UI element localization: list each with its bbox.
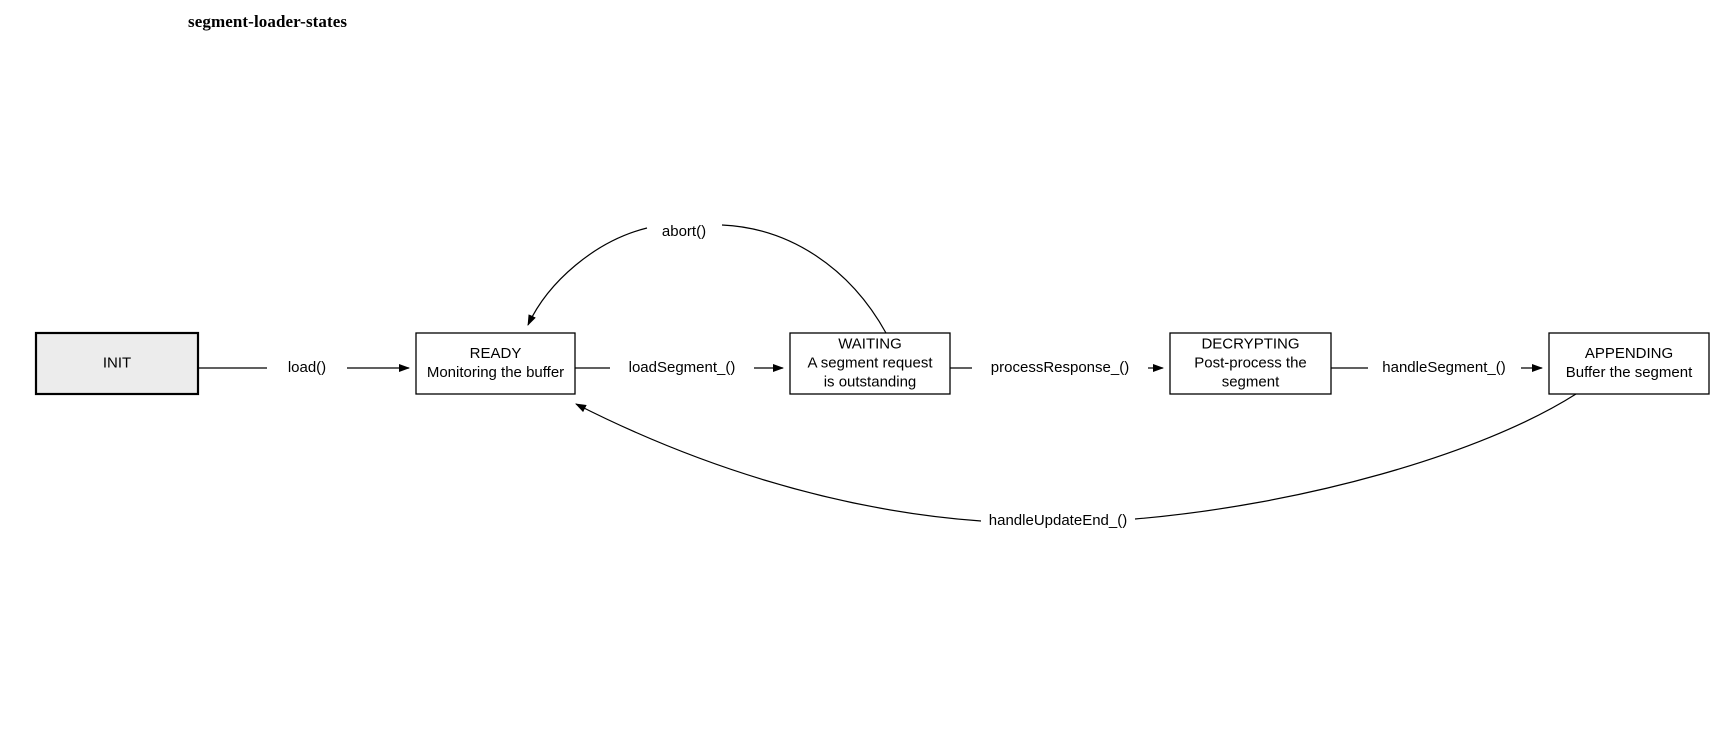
- state-node-init[interactable]: INIT: [34, 331, 200, 396]
- state-node-title: READY: [470, 345, 522, 362]
- edge-ready-waiting: loadSegment_(): [575, 359, 784, 376]
- edge-waiting-decrypting: processResponse_(): [950, 359, 1164, 376]
- edge-label-appending-ready-update: handleUpdateEnd_(): [989, 512, 1127, 529]
- state-node-box[interactable]: [789, 332, 951, 395]
- state-node-description: is outstanding: [824, 373, 917, 390]
- state-node-box[interactable]: [34, 331, 200, 396]
- state-node-waiting[interactable]: WAITING A segment request is outstanding: [789, 332, 951, 395]
- state-node-ready[interactable]: READY Monitoring the buffer: [415, 332, 576, 395]
- diagram-title: segment-loader-states: [188, 12, 348, 31]
- state-node-description: segment: [1222, 373, 1280, 390]
- edge-label-waiting-decrypting: processResponse_(): [991, 359, 1129, 376]
- edge-label-ready-waiting: loadSegment_(): [629, 359, 736, 376]
- edge-line: [527, 227, 648, 326]
- state-node-description: Buffer the segment: [1566, 364, 1693, 381]
- state-node-description: A segment request: [807, 354, 933, 371]
- state-node-box[interactable]: [1169, 332, 1332, 395]
- state-node-box[interactable]: [1548, 332, 1710, 395]
- state-node-description: Monitoring the buffer: [427, 364, 564, 381]
- edge-decrypting-appending: handleSegment_(): [1331, 359, 1543, 376]
- edge-init-ready: load(): [198, 359, 410, 376]
- state-node-decrypting[interactable]: DECRYPTING Post-process the segment: [1169, 332, 1332, 395]
- edge-line: [575, 403, 982, 522]
- nodes-layer: INIT READY Monitoring the buffer WAITING A s…: [34, 331, 1710, 396]
- edge-line: [1134, 393, 1577, 520]
- state-node-box[interactable]: [415, 332, 576, 395]
- edges-layer: load()loadSegment_()processResponse_()ha…: [198, 223, 1577, 529]
- state-node-title: DECRYPTING: [1201, 335, 1299, 352]
- state-node-title: APPENDING: [1585, 345, 1673, 362]
- edge-label-waiting-ready-abort: abort(): [662, 223, 706, 240]
- edge-label-decrypting-appending: handleSegment_(): [1382, 359, 1505, 376]
- state-node-title: WAITING: [838, 335, 902, 352]
- state-node-title: INIT: [103, 354, 131, 371]
- state-node-description: Post-process the: [1194, 354, 1307, 371]
- edge-line: [721, 224, 887, 334]
- edge-appending-ready-update: handleUpdateEnd_(): [575, 393, 1577, 529]
- edge-label-init-ready: load(): [288, 359, 326, 376]
- edge-waiting-ready-abort: abort(): [527, 223, 887, 334]
- state-node-appending[interactable]: APPENDING Buffer the segment: [1548, 332, 1710, 395]
